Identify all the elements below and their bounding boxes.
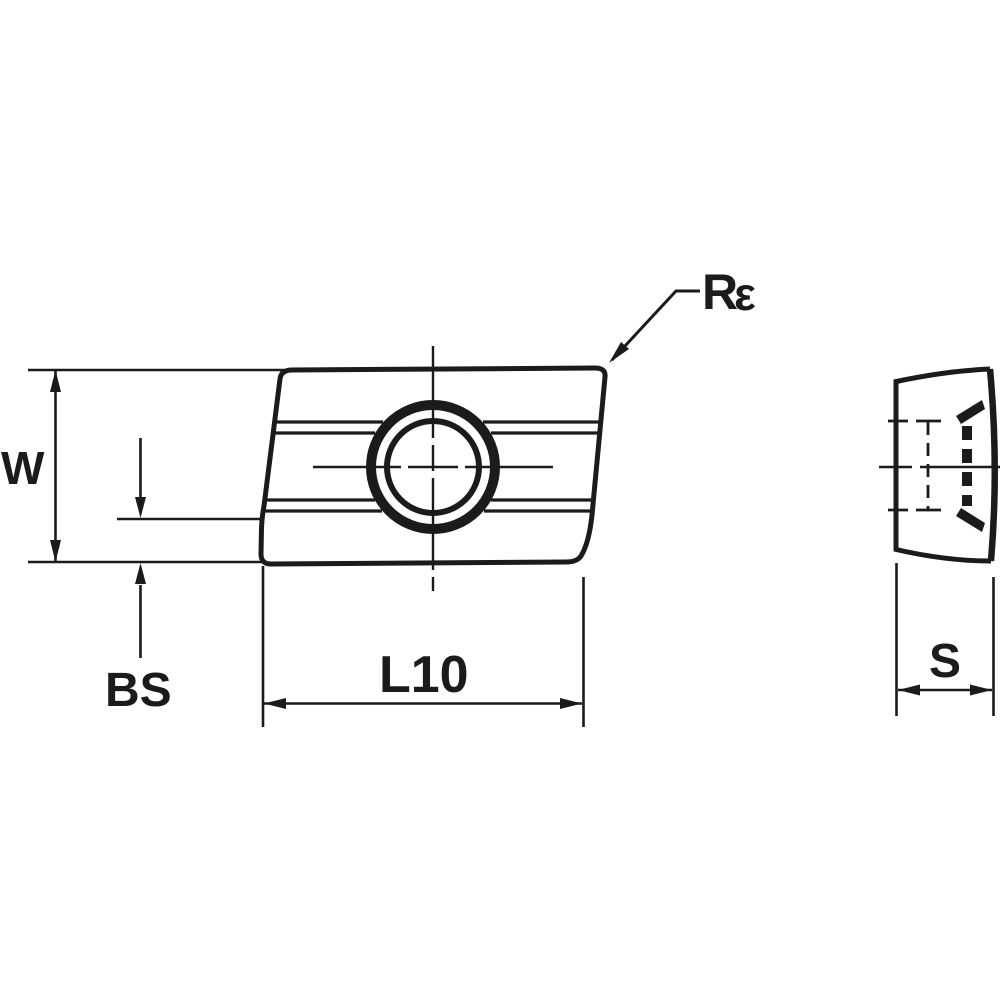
w-arrowhead-up (50, 370, 61, 392)
s-arrowhead-left (898, 684, 920, 696)
s-arrowhead-right (970, 684, 992, 696)
chip-breaker-lines (264, 420, 600, 513)
dimension-w: W (1, 368, 292, 564)
r-epsilon-arrowhead (609, 342, 629, 363)
w-label: W (1, 442, 45, 494)
l10-arrowhead-right (560, 698, 582, 709)
bs-arrowhead-down (135, 497, 146, 518)
front-view-outline (258, 365, 608, 567)
r-epsilon-label-epsilon: ε (734, 268, 756, 320)
side-view-top-edge (893, 366, 991, 385)
front-view (258, 346, 608, 591)
corner-facet-mark-top (956, 400, 985, 424)
hidden-lines (888, 419, 972, 512)
corner-facet-mark-bottom (956, 508, 985, 532)
bs-arrowhead-up (135, 563, 146, 584)
l10-label: L10 (379, 646, 469, 704)
w-arrowhead-down (50, 540, 61, 562)
bs-label: BS (105, 664, 172, 717)
dimension-bs: BS (105, 438, 263, 717)
r-epsilon-leader-line (610, 289, 700, 362)
side-view-bottom-edge (893, 546, 992, 564)
side-view-curved-cutting-edge (986, 368, 998, 562)
dimension-s: S (895, 563, 995, 716)
dimension-l10: L10 (261, 566, 585, 727)
r-epsilon-label-r: R (702, 264, 738, 320)
hidden-hole-edge-dashes (888, 419, 941, 512)
l10-arrowhead-left (264, 698, 286, 709)
s-label: S (929, 635, 961, 688)
side-view (879, 366, 1000, 564)
leader-r-epsilon: R ε (609, 264, 756, 363)
